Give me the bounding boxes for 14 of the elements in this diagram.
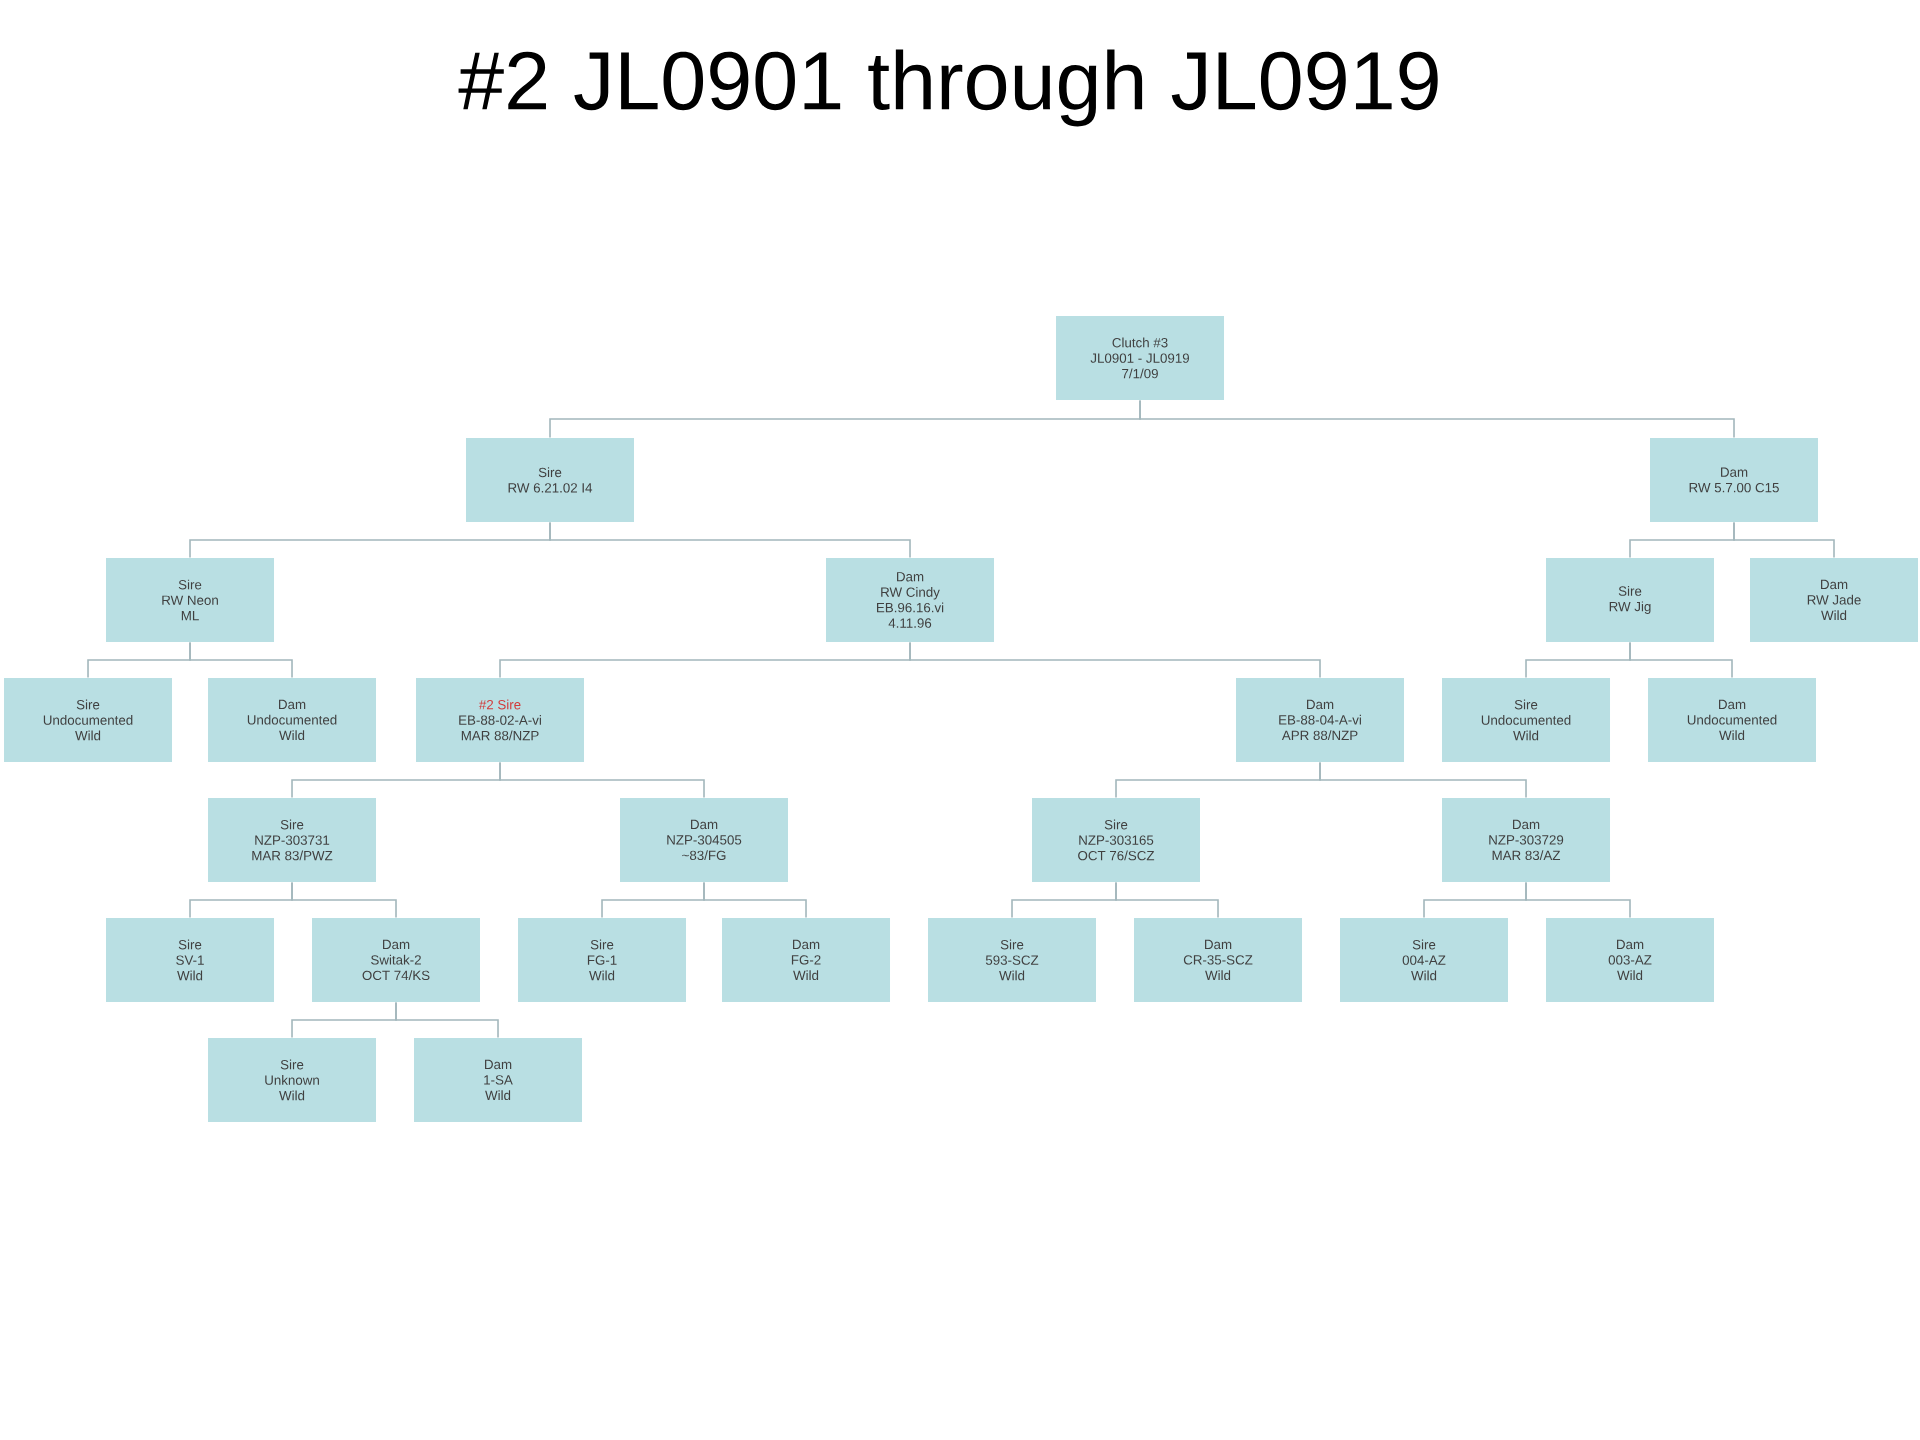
- connector: [1319, 761, 1527, 799]
- connector: [395, 1001, 499, 1039]
- connector: [703, 881, 807, 919]
- connector: [1115, 881, 1219, 919]
- connector: [1139, 399, 1735, 439]
- connector: [1525, 881, 1631, 919]
- connector: [499, 761, 705, 799]
- connector: [1629, 641, 1733, 679]
- connector: [549, 521, 911, 559]
- connector: [909, 641, 1321, 679]
- connector: [291, 881, 397, 919]
- title: #2 JL0901 through JL0919: [458, 49, 1438, 127]
- connector: [1733, 521, 1835, 559]
- connector: [189, 641, 293, 679]
